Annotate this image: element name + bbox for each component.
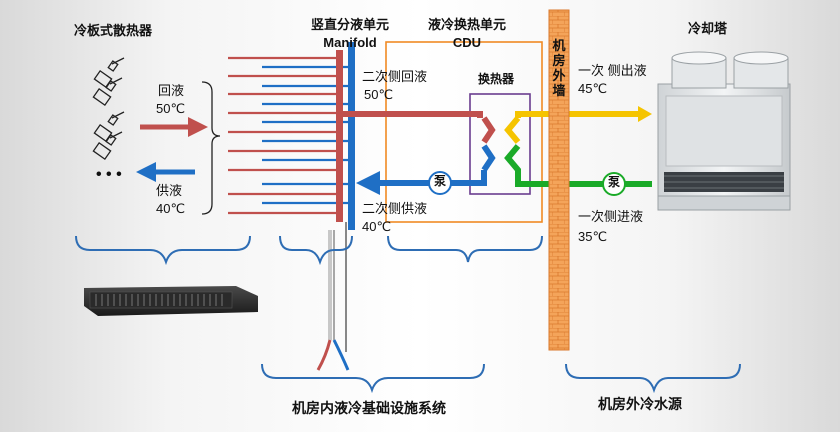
primary-out-arrowhead <box>638 106 652 122</box>
primary-in-label: 一次侧进液 <box>578 209 644 224</box>
server-illustration <box>84 286 258 316</box>
primary-out-label: 一次 侧出液 <box>578 63 647 78</box>
cdu-box <box>385 41 543 223</box>
hose-illustration <box>316 230 350 371</box>
wall-char-2: 房 <box>552 53 566 68</box>
cdu-title-en: CDU <box>452 35 482 50</box>
primary-out-pipe <box>515 111 640 118</box>
more-devices-ellipsis: • • • <box>96 166 122 183</box>
heat-exchanger-label: 换热器 <box>478 72 515 86</box>
hx-hot-zigzag <box>481 116 496 144</box>
manifold-title-en: Manifold <box>323 35 377 50</box>
cold-plate-icon <box>92 57 125 161</box>
return-label: 回液 <box>158 83 185 98</box>
cdu-title-cn: 液冷换热单元 <box>427 17 506 32</box>
pump-icon-primary <box>602 172 626 196</box>
left-brace <box>201 81 221 215</box>
hx-cold-zigzag <box>481 144 496 172</box>
hx-primary-hot-zigzag <box>504 116 521 144</box>
wall-char-4: 墙 <box>552 83 566 98</box>
cooling-tower-illustration <box>657 51 791 211</box>
wall-label: 机 房 外 墙 <box>551 38 567 98</box>
wall-char-1: 机 <box>552 38 566 53</box>
building-wall <box>548 9 570 351</box>
secondary-supply-pipe <box>356 170 487 195</box>
outdoor-source-caption: 机房外冷水源 <box>598 396 682 412</box>
manifold-title-cn: 竖直分液单元 <box>310 17 389 32</box>
indoor-system-caption: 机房内液冷基础设施系统 <box>292 400 446 416</box>
pump-icon-secondary <box>428 171 452 195</box>
secondary-supply-label: 二次侧供液 <box>362 201 428 216</box>
primary-out-temp: 45℃ <box>578 81 608 96</box>
supply-temp: 40℃ <box>156 201 186 216</box>
return-temp: 50℃ <box>156 101 186 116</box>
section-braces <box>75 235 741 394</box>
primary-in-temp: 35℃ <box>578 229 608 244</box>
secondary-supply-temp: 40℃ <box>362 219 392 234</box>
manifold-hot-bar <box>336 50 343 222</box>
manifold-cold-bar <box>348 42 355 230</box>
secondary-return-label: 二次侧回液 <box>362 69 428 84</box>
secondary-return-temp: 50℃ <box>364 87 394 102</box>
manifold-pipes <box>228 56 350 215</box>
wall-char-3: 外 <box>552 68 566 83</box>
cold-plate-title: 冷板式散热器 <box>74 23 153 38</box>
pump-label-secondary: 泵 <box>433 174 446 188</box>
secondary-return-pipe <box>343 111 483 118</box>
cooling-tower-title: 冷却塔 <box>688 21 728 36</box>
heat-exchanger-box <box>469 93 531 195</box>
supply-label: 供液 <box>156 183 183 198</box>
pump-label-primary: 泵 <box>607 175 620 189</box>
